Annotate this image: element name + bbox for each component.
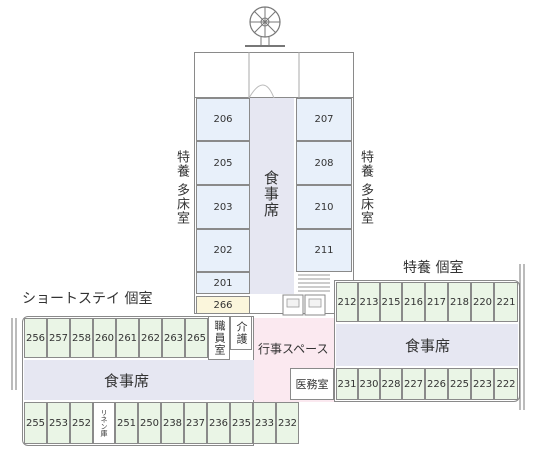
shortstay-label: ショートステイ 個室: [22, 291, 153, 307]
shortstay-dining-label: 食事席: [104, 372, 150, 390]
room-217: 217: [425, 282, 448, 322]
room-232: 232: [276, 402, 299, 444]
room-261: 261: [116, 318, 139, 358]
room-235: 235: [230, 402, 253, 444]
room-250: 250: [138, 402, 161, 444]
medical-room: 医務室: [290, 368, 334, 400]
room-230: 230: [358, 368, 380, 400]
room-208: 208: [296, 141, 352, 185]
room-207: 207: [296, 98, 352, 141]
room-255: 255: [24, 402, 47, 444]
room-216: 216: [402, 282, 425, 322]
room-212: 212: [336, 282, 358, 322]
room-263: 263: [162, 318, 185, 358]
linen-room-label: リネン庫: [100, 409, 108, 437]
room-253: 253: [47, 402, 70, 444]
hall-lines: [248, 52, 300, 98]
room-251: 251: [115, 402, 138, 444]
linen-room: リネン庫: [93, 402, 115, 444]
left-ward-label: 特養 多床室: [174, 150, 189, 226]
room-233: 233: [253, 402, 276, 444]
room-257: 257: [47, 318, 70, 358]
room-265: 265: [185, 318, 208, 358]
room-218: 218: [448, 282, 471, 322]
room-252: 252: [70, 402, 93, 444]
room-223: 223: [471, 368, 494, 400]
room-266: 266: [196, 296, 250, 314]
room-213: 213: [358, 282, 380, 322]
room-201: 201: [196, 272, 250, 294]
room-256: 256: [24, 318, 47, 358]
staff-room-label: 職員室: [213, 320, 226, 356]
staff-room: 職員室: [208, 316, 230, 360]
room-222: 222: [494, 368, 518, 400]
room-220: 220: [471, 282, 494, 322]
private-ward-label: 特養 個室: [403, 260, 464, 276]
east-balcony: [519, 264, 525, 410]
room-225: 225: [448, 368, 471, 400]
shortstay-balcony: [11, 318, 17, 390]
room-260: 260: [93, 318, 116, 358]
room-215: 215: [380, 282, 402, 322]
room-228: 228: [380, 368, 402, 400]
room-227: 227: [402, 368, 425, 400]
room-206: 206: [196, 98, 250, 141]
room-238: 238: [161, 402, 184, 444]
room-231: 231: [336, 368, 358, 400]
right-ward-label: 特養 多床室: [358, 150, 373, 226]
care-room-label: 介護: [235, 321, 248, 345]
shortstay-dining-corridor: [24, 360, 254, 400]
spiral-stair-icon: [245, 6, 285, 47]
room-211: 211: [296, 229, 352, 272]
room-236: 236: [207, 402, 230, 444]
north-dining-label: 食事席: [262, 170, 280, 218]
north-dining-corridor: [250, 98, 294, 294]
room-205: 205: [196, 141, 250, 185]
room-237: 237: [184, 402, 207, 444]
event-space-label: 行事スペース: [258, 342, 329, 356]
east-dining-label: 食事席: [405, 337, 451, 355]
room-203: 203: [196, 185, 250, 229]
room-221: 221: [494, 282, 518, 322]
east-dining-corridor: [336, 324, 518, 366]
stairs-icon: [298, 274, 330, 292]
room-258: 258: [70, 318, 93, 358]
room-262: 262: [139, 318, 162, 358]
room-202: 202: [196, 229, 250, 272]
elevator-icon: [282, 294, 326, 316]
care-room: 介護: [230, 316, 252, 350]
room-210: 210: [296, 185, 352, 229]
room-226: 226: [425, 368, 448, 400]
